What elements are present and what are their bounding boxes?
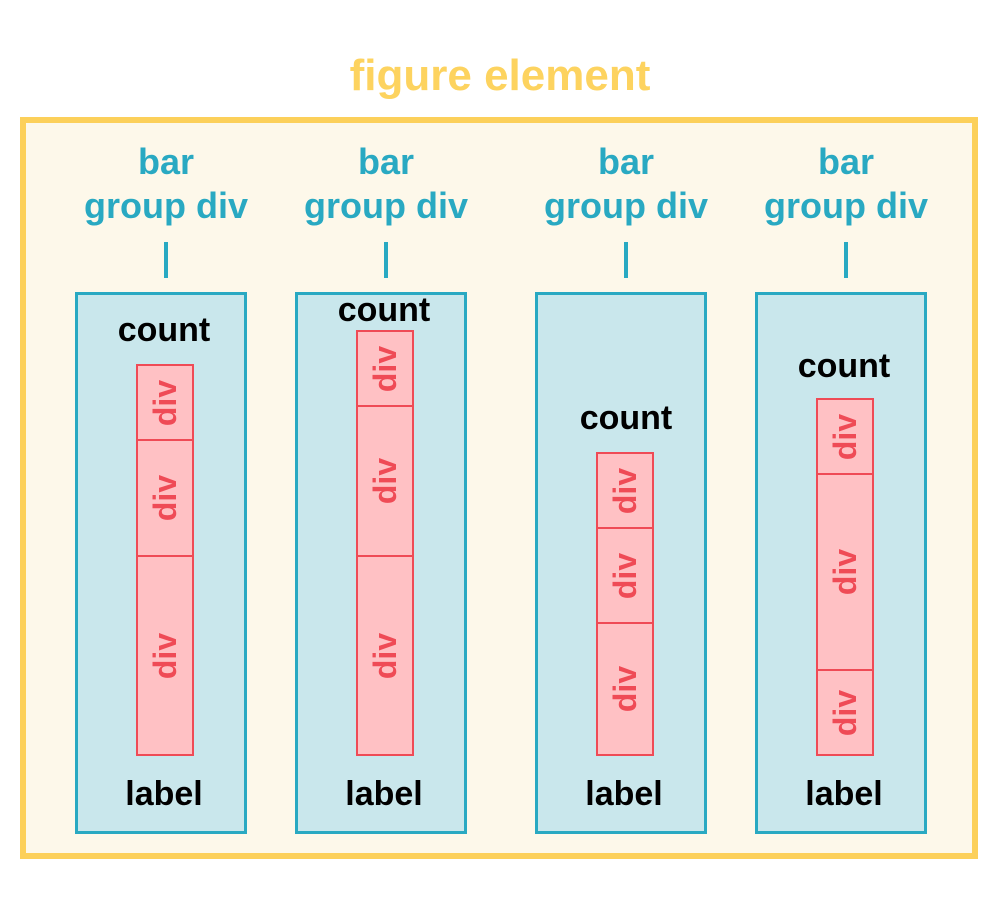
group-label-1: bar group div xyxy=(84,141,248,226)
group-label-4: bar group div xyxy=(764,141,928,226)
group-connector-2 xyxy=(384,242,388,278)
bar-segment-4-2: div xyxy=(816,473,874,671)
count-1: count xyxy=(117,311,211,349)
count-2: count xyxy=(337,291,431,329)
group-label-2: bar group div xyxy=(304,141,468,226)
bar-segment-3-1: div xyxy=(596,452,654,529)
bar-label-1: label xyxy=(125,775,203,813)
segment-label: div xyxy=(366,632,403,679)
group-label-3: bar group div xyxy=(544,141,708,226)
bar-segment-1-3: div xyxy=(136,555,194,756)
count-3: count xyxy=(579,399,673,437)
bar-segment-2-1: div xyxy=(356,330,414,407)
segment-label: div xyxy=(146,632,183,679)
group-connector-3 xyxy=(624,242,628,278)
bar-label-2: label xyxy=(345,775,423,813)
segment-label: div xyxy=(366,457,403,505)
bar-label-4: label xyxy=(805,775,883,813)
segment-label: div xyxy=(146,379,183,426)
segment-label: div xyxy=(826,548,863,596)
group-connector-4 xyxy=(844,242,848,278)
bar-segment-2-2: div xyxy=(356,405,414,557)
group-connector-1 xyxy=(164,242,168,278)
segment-label: div xyxy=(146,474,183,522)
bar-segment-2-3: div xyxy=(356,555,414,756)
bar-segment-1-1: div xyxy=(136,364,194,441)
segment-label: div xyxy=(826,413,863,460)
segment-label: div xyxy=(606,665,643,713)
bar-label-3: label xyxy=(585,775,663,813)
segment-label: div xyxy=(366,345,403,392)
bar-segment-3-3: div xyxy=(596,622,654,756)
bar-segment-1-2: div xyxy=(136,439,194,557)
count-4: count xyxy=(797,347,891,385)
bar-segment-4-1: div xyxy=(816,398,874,475)
segment-label: div xyxy=(606,552,643,599)
figure-title: figure element xyxy=(349,51,651,100)
bar-segment-4-3: div xyxy=(816,669,874,756)
segment-label: div xyxy=(606,467,643,514)
bar-segment-3-2: div xyxy=(596,527,654,624)
segment-label: div xyxy=(826,689,863,736)
